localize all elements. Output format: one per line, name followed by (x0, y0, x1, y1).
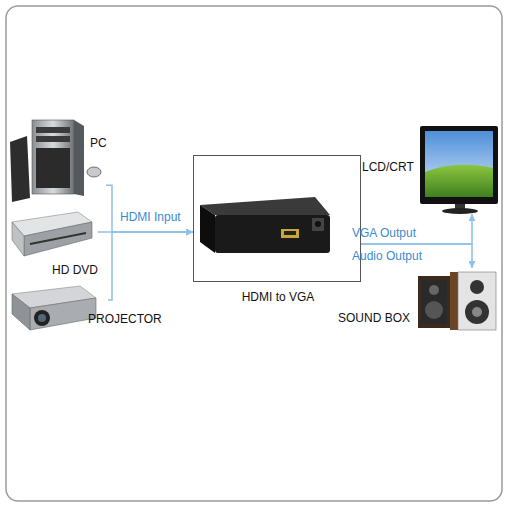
signal-connector (108, 232, 193, 300)
node-label: PROJECTOR (88, 312, 162, 326)
monitor-illustration (420, 126, 498, 214)
tweeter (470, 280, 484, 294)
speaker-left-front (421, 280, 447, 324)
hdmi-slot (284, 231, 296, 235)
projector-front (30, 298, 96, 330)
node-label: LCD/CRT (362, 160, 414, 174)
speaker-right-side (450, 272, 458, 330)
converter-illustration (200, 197, 330, 253)
node-label: HDMI to VGA (194, 290, 362, 304)
keyboard (10, 136, 30, 202)
lens-glass (38, 314, 46, 322)
node-label: HD DVD (52, 263, 98, 277)
speaker-right-front (458, 272, 496, 330)
device-node: LCD/CRT (415, 122, 500, 214)
signal-connector (106, 185, 193, 232)
monitor-screen (425, 131, 493, 197)
dc-hole (315, 221, 321, 227)
woofer (465, 300, 489, 324)
player-front (24, 222, 92, 256)
hdmi-port (281, 229, 299, 238)
outer-frame (6, 6, 502, 501)
converter-top (200, 197, 330, 215)
signal-connector (98, 231, 193, 233)
speaker-left (418, 276, 450, 328)
device-node: PC (8, 118, 106, 198)
tower-side (74, 120, 84, 196)
node-label: PC (90, 136, 107, 150)
device-node: PROJECTOR (8, 282, 108, 332)
node-label: SOUND BOX (338, 311, 410, 325)
mouse (87, 167, 101, 177)
converter-box: HDMI to VGA (193, 155, 361, 282)
drive-bay (36, 127, 70, 133)
converter-side (200, 205, 215, 253)
dc-jack (312, 218, 324, 231)
projector-lens (34, 310, 50, 326)
monitor-base (442, 208, 478, 214)
tweeter (429, 285, 439, 295)
pc-illustration (10, 120, 101, 202)
converter-front (215, 215, 330, 253)
projector-side (12, 294, 30, 330)
speaker-illustration (418, 272, 496, 330)
woofer (425, 301, 443, 319)
signal-label: Audio Output (352, 249, 422, 263)
tower-front (32, 120, 74, 194)
player-side (12, 222, 24, 256)
device-node: HD DVD (8, 205, 98, 260)
hd-dvd-illustration (12, 212, 92, 256)
screen-grass (425, 165, 493, 197)
signal-label: HDMI Input (120, 210, 181, 224)
monitor-bezel (420, 126, 498, 204)
woofer-cap (472, 307, 482, 317)
disc-slot (30, 233, 86, 244)
projector-illustration (12, 286, 96, 330)
tower-panel (36, 148, 70, 188)
drive-bay (36, 136, 70, 142)
device-node: SOUND BOX (415, 268, 500, 330)
signal-label: VGA Output (352, 226, 416, 240)
